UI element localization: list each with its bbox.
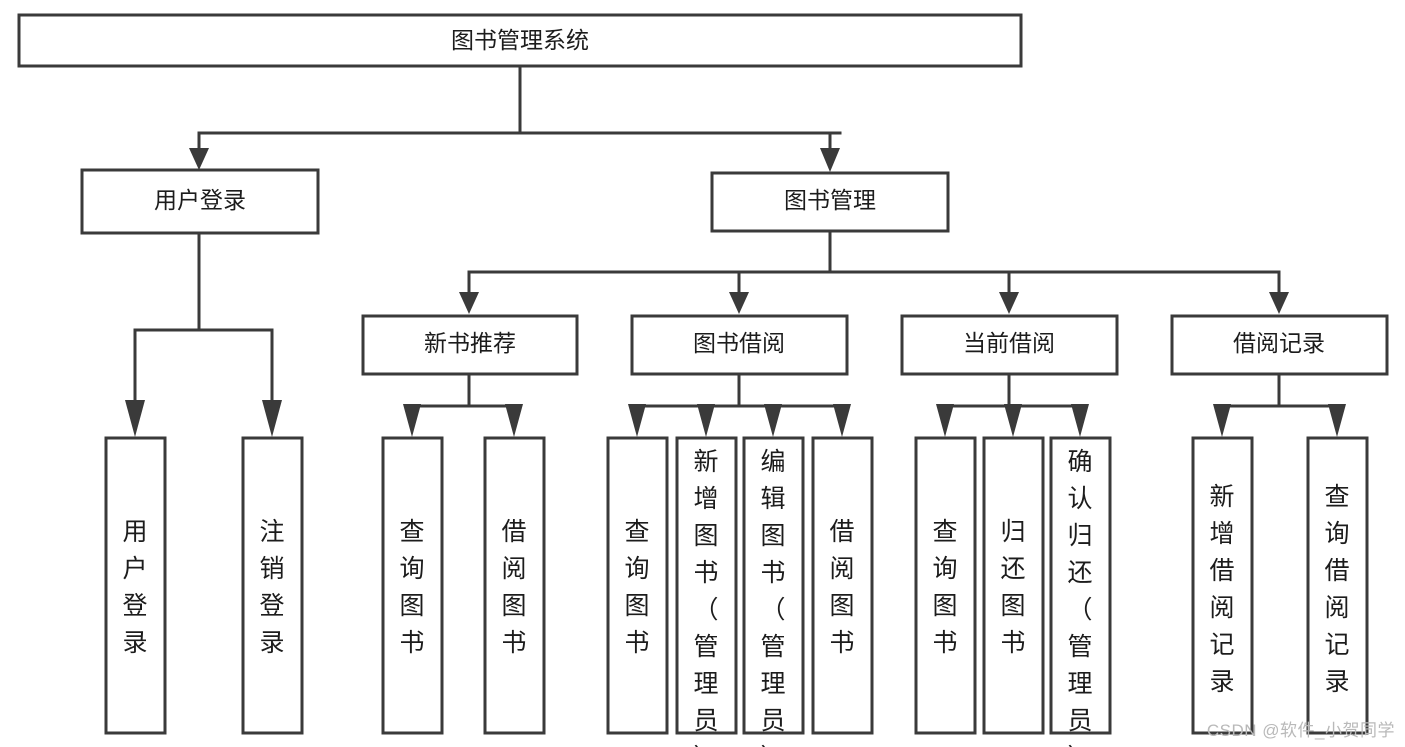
arrowhead-leaf-add-record — [1213, 404, 1231, 437]
node-leaf-query-book-2[interactable]: 查询图书 — [606, 436, 669, 735]
arrowhead-user-login — [189, 148, 209, 170]
node-leaf-query-book-2-label: 查询图书 — [624, 518, 649, 657]
node-leaf-query-book-3[interactable]: 查询图书 — [914, 436, 977, 735]
node-root-box[interactable] — [17, 13, 1023, 68]
node-current-borrow-box[interactable] — [900, 314, 1119, 376]
arrowhead-leaf-query-book-3 — [936, 404, 954, 437]
arrowhead-book-management — [820, 148, 840, 172]
node-leaf-user-login-box[interactable] — [104, 436, 167, 735]
arrowhead-leaf-confirm-return — [1071, 404, 1089, 437]
node-leaf-add-record-box[interactable] — [1191, 436, 1254, 735]
node-leaf-edit-book-box[interactable] — [742, 436, 805, 735]
node-leaf-return-book[interactable]: 归还图书 — [982, 436, 1045, 735]
node-book-management[interactable]: 图书管理 — [710, 171, 950, 233]
node-book-borrow-box[interactable] — [630, 314, 849, 376]
node-user-login-box[interactable] — [80, 168, 320, 235]
node-leaf-query-book-3-label: 查询图书 — [932, 518, 957, 657]
node-leaf-logout-login[interactable]: 注销登录 — [241, 436, 304, 735]
node-leaf-borrow-book-2-box[interactable] — [811, 436, 874, 735]
node-leaf-user-login[interactable]: 用户登录 — [104, 436, 167, 735]
node-leaf-query-record-label: 查询借阅记录 — [1324, 483, 1349, 696]
node-new-book-recommend-box[interactable] — [361, 314, 579, 376]
node-book-borrow[interactable]: 图书借阅 — [630, 314, 849, 376]
arrowhead-leaf-borrow-book-1 — [505, 404, 523, 437]
node-leaf-confirm-return[interactable]: 确认归还（管理员） — [1049, 436, 1112, 747]
arrowhead-leaf-logout-login — [262, 400, 282, 437]
arrowhead-group — [125, 148, 1346, 437]
node-user-login-label: 用户登录 — [154, 187, 246, 213]
node-current-borrow[interactable]: 当前借阅 — [900, 314, 1119, 376]
arrowhead-new-book-recommend — [459, 292, 479, 314]
node-book-borrow-label: 图书借阅 — [693, 330, 785, 356]
node-leaf-confirm-return-label: 确认归还（管理员） — [1067, 448, 1092, 747]
node-leaf-confirm-return-box[interactable] — [1049, 436, 1112, 735]
arrowhead-leaf-query-book-2 — [628, 404, 646, 437]
watermark-csdn: CSDN @软件_小贺同学 — [1206, 721, 1395, 740]
node-leaf-add-book-label: 新增图书（管理员） — [693, 448, 718, 747]
node-new-book-recommend[interactable]: 新书推荐 — [361, 314, 579, 376]
node-book-management-label: 图书管理 — [784, 187, 876, 213]
arrowhead-leaf-query-book-1 — [403, 404, 421, 437]
node-leaf-query-record[interactable]: 查询借阅记录 — [1306, 436, 1369, 735]
arrowhead-leaf-return-book — [1004, 404, 1022, 437]
node-new-book-recommend-label: 新书推荐 — [424, 330, 516, 356]
node-root[interactable]: 图书管理系统 — [17, 13, 1023, 68]
node-leaf-edit-book-label: 编辑图书（管理员） — [760, 448, 785, 747]
node-book-management-box[interactable] — [710, 171, 950, 233]
node-leaf-add-record-label: 新增借阅记录 — [1209, 483, 1234, 696]
arrowhead-book-borrow — [729, 292, 749, 314]
arrowhead-leaf-user-login — [125, 400, 145, 437]
node-user-login[interactable]: 用户登录 — [80, 168, 320, 235]
node-root-label: 图书管理系统 — [451, 27, 589, 53]
node-leaf-query-record-box[interactable] — [1306, 436, 1369, 735]
node-leaf-logout-login-label: 注销登录 — [259, 518, 284, 657]
node-leaf-query-book-1[interactable]: 查询图书 — [381, 436, 444, 735]
node-leaf-borrow-book-1-label: 借阅图书 — [501, 518, 526, 657]
node-current-borrow-label: 当前借阅 — [963, 330, 1055, 356]
node-leaf-borrow-book-2[interactable]: 借阅图书 — [811, 436, 874, 735]
node-borrow-record-box[interactable] — [1170, 314, 1389, 376]
node-borrow-record[interactable]: 借阅记录 — [1170, 314, 1389, 376]
node-leaf-query-book-3-box[interactable] — [914, 436, 977, 735]
node-borrow-record-label: 借阅记录 — [1233, 330, 1325, 356]
node-leaf-return-book-box[interactable] — [982, 436, 1045, 735]
node-leaf-logout-login-box[interactable] — [241, 436, 304, 735]
arrowhead-leaf-query-record — [1328, 404, 1346, 437]
node-leaf-user-login-label: 用户登录 — [122, 518, 147, 657]
arrowhead-leaf-borrow-book-2 — [833, 404, 851, 437]
arrowhead-leaf-add-book — [697, 404, 715, 437]
node-leaf-query-book-1-label: 查询图书 — [399, 518, 424, 657]
node-leaf-borrow-book-1-box[interactable] — [483, 436, 546, 735]
node-leaf-query-book-1-box[interactable] — [381, 436, 444, 735]
node-leaf-query-book-2-box[interactable] — [606, 436, 669, 735]
node-leaf-borrow-book-1[interactable]: 借阅图书 — [483, 436, 546, 735]
node-leaf-add-record[interactable]: 新增借阅记录 — [1191, 436, 1254, 735]
node-leaf-borrow-book-2-label: 借阅图书 — [829, 518, 854, 657]
node-leaf-return-book-label: 归还图书 — [1000, 518, 1025, 657]
arrowhead-leaf-edit-book — [764, 404, 782, 437]
node-leaf-add-book[interactable]: 新增图书（管理员） — [675, 436, 738, 747]
node-leaf-add-book-box[interactable] — [675, 436, 738, 735]
arrowhead-current-borrow — [999, 292, 1019, 314]
arrowhead-borrow-record — [1269, 292, 1289, 314]
node-leaf-edit-book[interactable]: 编辑图书（管理员） — [742, 436, 805, 747]
